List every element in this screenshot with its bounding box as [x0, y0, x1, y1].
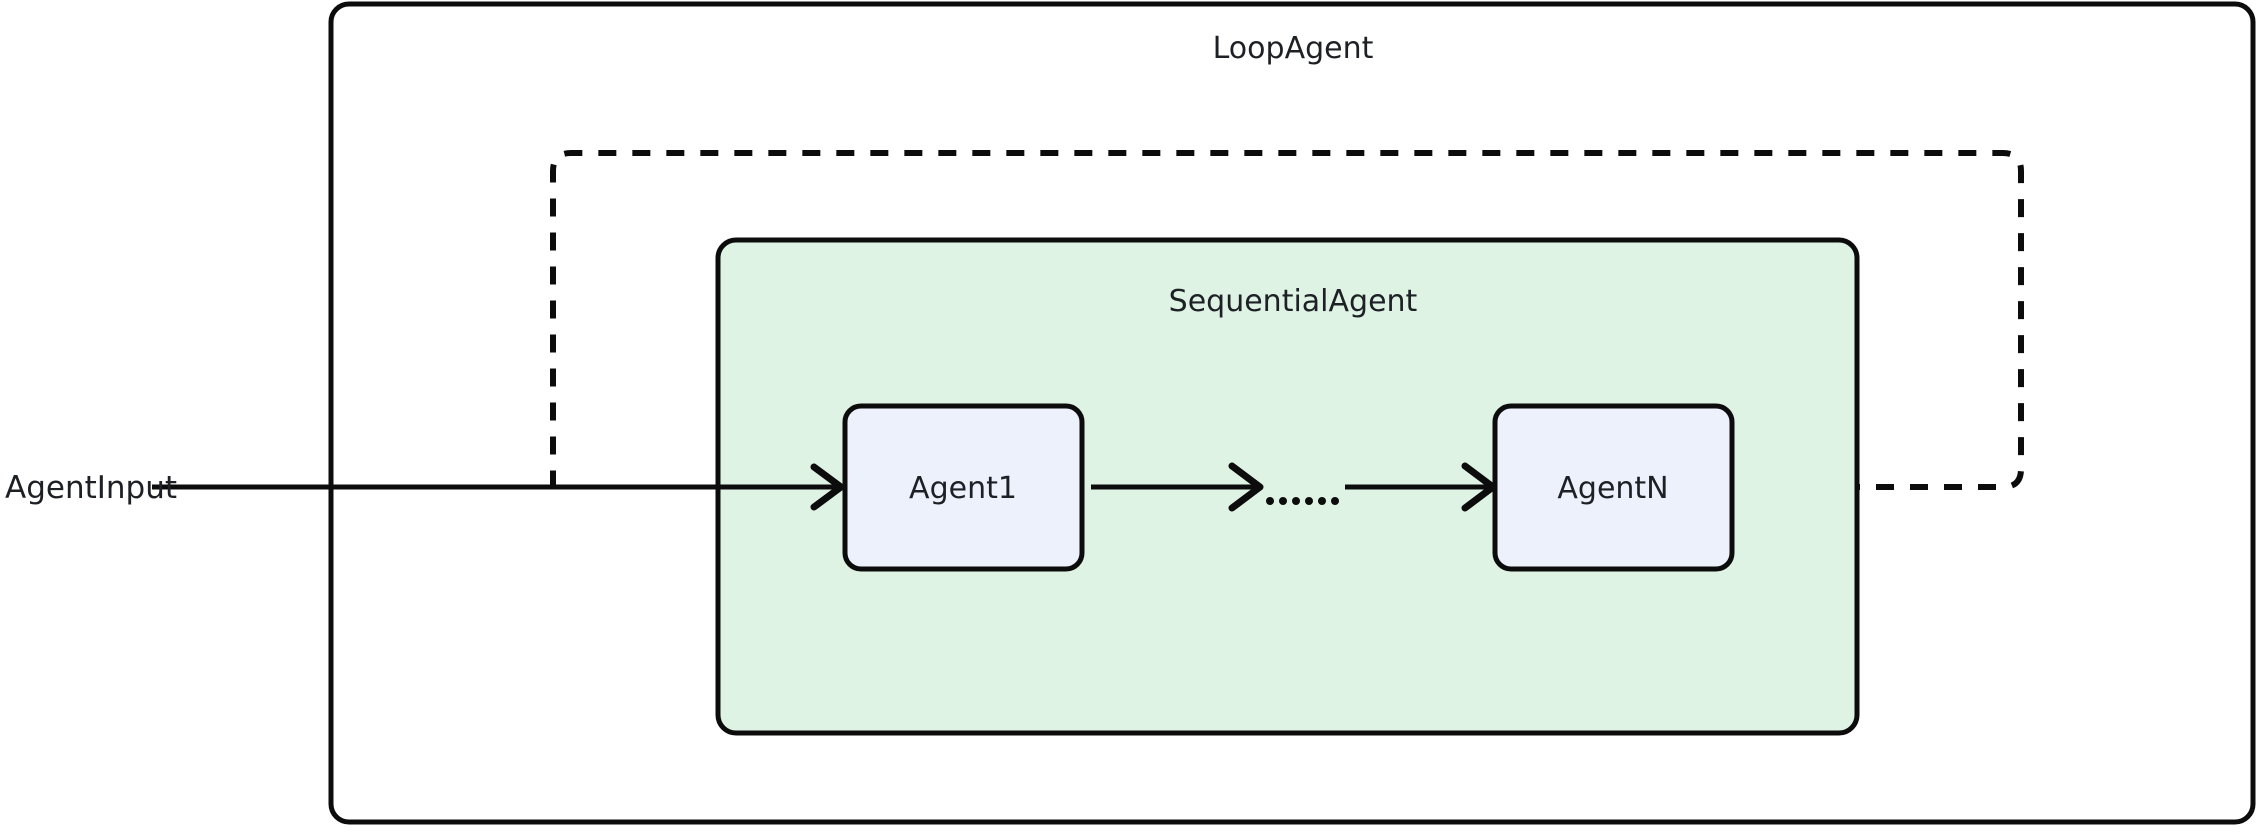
agent-input-label: AgentInput [5, 470, 177, 506]
agent-1-border[interactable] [842, 403, 1085, 572]
agent-n-border[interactable] [1492, 403, 1735, 572]
loop-agent-container-border[interactable] [328, 1, 2256, 825]
agent-1-fill [845, 406, 1082, 569]
sequential-agent-container-fill [718, 240, 1857, 733]
agent-input-arrowhead [810, 463, 845, 511]
agent-n-fill [1495, 406, 1732, 569]
loopback-dashed-edge[interactable] [550, 150, 2024, 490]
ellipsis-dots [1266, 497, 1339, 505]
agent-1-to-ellipsis-arrowhead [1228, 462, 1264, 512]
loop-agent-title: LoopAgent [1213, 31, 1374, 66]
agent-1-label: Agent1 [909, 471, 1017, 506]
sequential-agent-title: SequentialAgent [1169, 284, 1418, 319]
agent-n-label: AgentN [1557, 471, 1668, 506]
